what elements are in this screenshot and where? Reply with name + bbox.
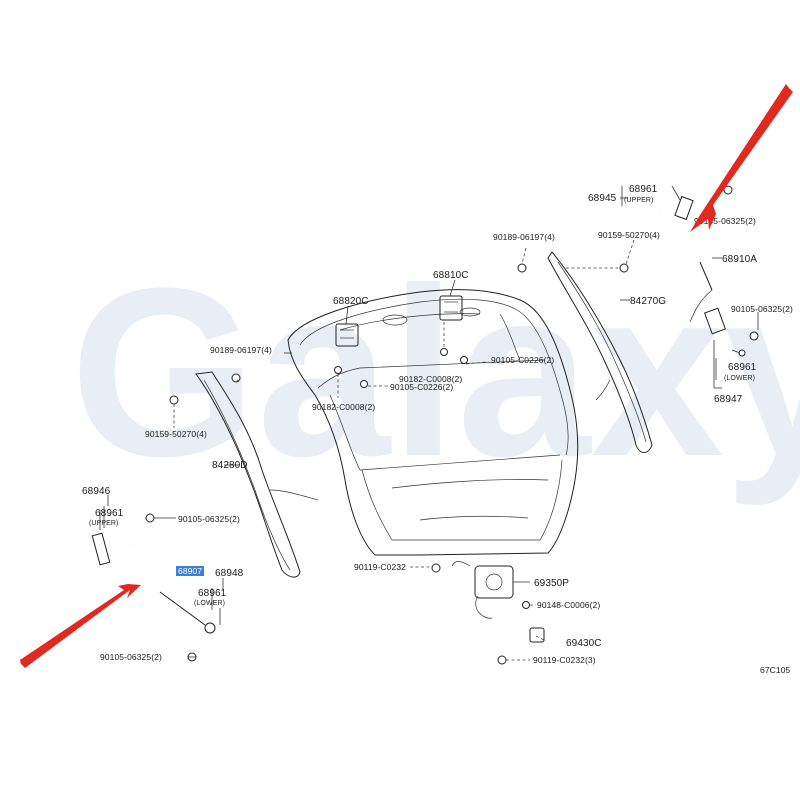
label-clip-06197-left: 90189-06197(4) [210, 345, 272, 355]
label-screw-50270-left: 90159-50270(4) [145, 429, 207, 439]
label-nut-c0008-a: 90182-C0008(2) [399, 374, 462, 384]
label-lower-right: (LOWER) [724, 375, 755, 382]
label-68810c: 68810C [433, 270, 469, 281]
label-68946: 68946 [82, 486, 111, 497]
label-nut-c0008-b: 90182-C0008(2) [312, 402, 375, 412]
gas-strut-right [659, 195, 726, 335]
diagram-code: 67C105 [760, 665, 791, 675]
label-clip-06197-top: 90189-06197(4) [493, 232, 555, 242]
label-screw-50270-top: 90159-50270(4) [598, 230, 660, 240]
label-68947: 68947 [714, 394, 743, 405]
label-84270g: 84270G [630, 296, 666, 307]
fasteners [145, 185, 759, 665]
label-68948: 68948 [215, 568, 244, 579]
weatherstrip-84270g [547, 251, 653, 453]
hinge-68820c [335, 323, 359, 347]
leader-lines [99, 185, 759, 661]
label-68907-highlight: 68907 [178, 566, 202, 576]
callout-labels: 68961 (UPPER) 68945 90105-06325(2) 68910… [82, 184, 793, 675]
red-arrow-bottom-left [20, 584, 141, 668]
hinge-68810c [439, 295, 463, 321]
watermark-text: Galaxy [70, 238, 800, 506]
label-68910a: 68910A [722, 254, 757, 265]
label-68961-lower-bottom: 68961 [198, 588, 227, 599]
label-bolt-06325-right: 90105-06325(2) [731, 304, 793, 314]
label-screw-c0232-3: 90119-C0232(3) [533, 655, 596, 665]
label-68945: 68945 [588, 193, 617, 204]
brackets [103, 186, 717, 610]
label-84280d: 84280D [212, 460, 248, 471]
label-69350p: 69350P [534, 578, 569, 589]
label-upper-top: (UPPER) [624, 197, 653, 204]
label-68961-lower-right: 68961 [728, 362, 757, 373]
label-68820c: 68820C [333, 296, 369, 307]
label-lower-bottom: (LOWER) [194, 600, 225, 607]
label-bolt-c0226-b: 90105-C0226(2) [390, 382, 453, 392]
label-bolt-06325-bottom: 90105-06325(2) [100, 652, 162, 662]
lock-actuator [451, 561, 514, 619]
back-door-panel [287, 289, 579, 556]
weatherstrip-84280d [195, 371, 319, 578]
label-bolt-c0226-a: 90105-C0226(2) [491, 355, 554, 365]
label-upper-left: (UPPER) [89, 520, 118, 527]
switch-69430c [529, 627, 545, 643]
label-68961-upper-top: 68961 [629, 184, 658, 195]
label-68961-upper-left: 68961 [95, 508, 124, 519]
label-bolt-06325-left: 90105-06325(2) [178, 514, 240, 524]
highlight-box [176, 566, 204, 576]
label-screw-c0232: 90119-C0232 [354, 562, 406, 572]
label-69430c: 69430C [566, 638, 602, 649]
gas-strut-left [91, 532, 216, 634]
label-screw-c0006: 90148-C0006(2) [537, 600, 600, 610]
red-arrow-top-right [690, 84, 793, 232]
label-bolt-06325-top: 90105-06325(2) [694, 216, 756, 226]
